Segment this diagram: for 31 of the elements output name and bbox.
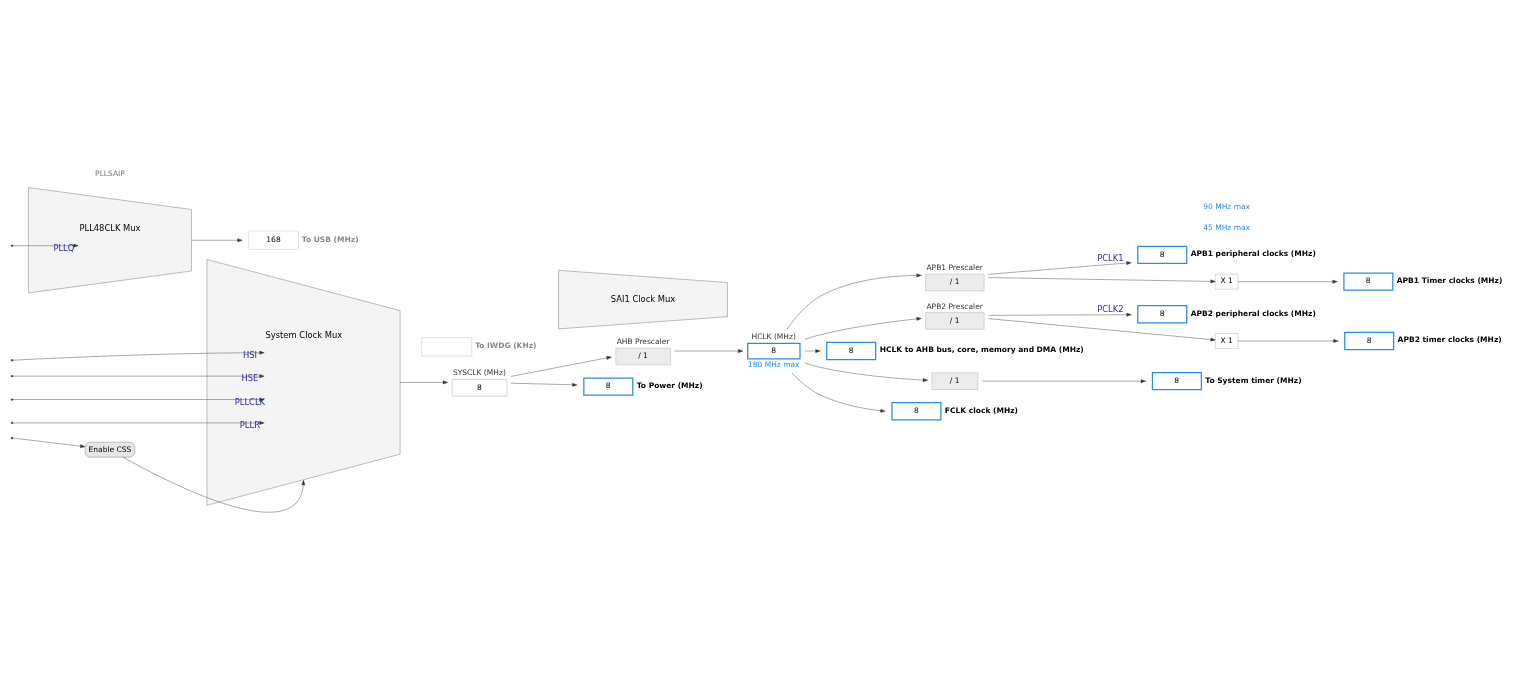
edge-label: PLLQ [53,242,75,253]
edge-label: PCLK2 [1097,303,1124,314]
arrow [988,317,1216,341]
arrow [804,362,928,382]
arrow [191,237,243,242]
arrow [786,273,922,329]
arrow [791,372,886,413]
arrow [12,350,265,360]
arrow [804,348,821,353]
edge-label: PCLK1 [1097,252,1124,263]
edge-label: HSI [242,349,257,360]
arrow [123,456,306,512]
arrow [988,312,1132,317]
arrow [399,380,448,384]
edge-label: PLLR [239,419,260,430]
arrow [12,437,86,448]
arrow [981,378,1146,383]
arrow [1237,279,1338,283]
arrow [804,316,922,339]
arrow [510,382,578,387]
arrow [988,260,1132,275]
arrow [674,348,744,353]
arrow [12,373,265,378]
node-box [421,336,472,356]
edge-label: PLLCLK [234,396,266,407]
edge-label: HSE [241,372,259,383]
arrow [12,420,265,425]
arrow [1237,338,1339,343]
arrow [510,355,612,377]
node-box: SAI1 Clock Mux [558,269,728,329]
arrow [988,276,1216,283]
